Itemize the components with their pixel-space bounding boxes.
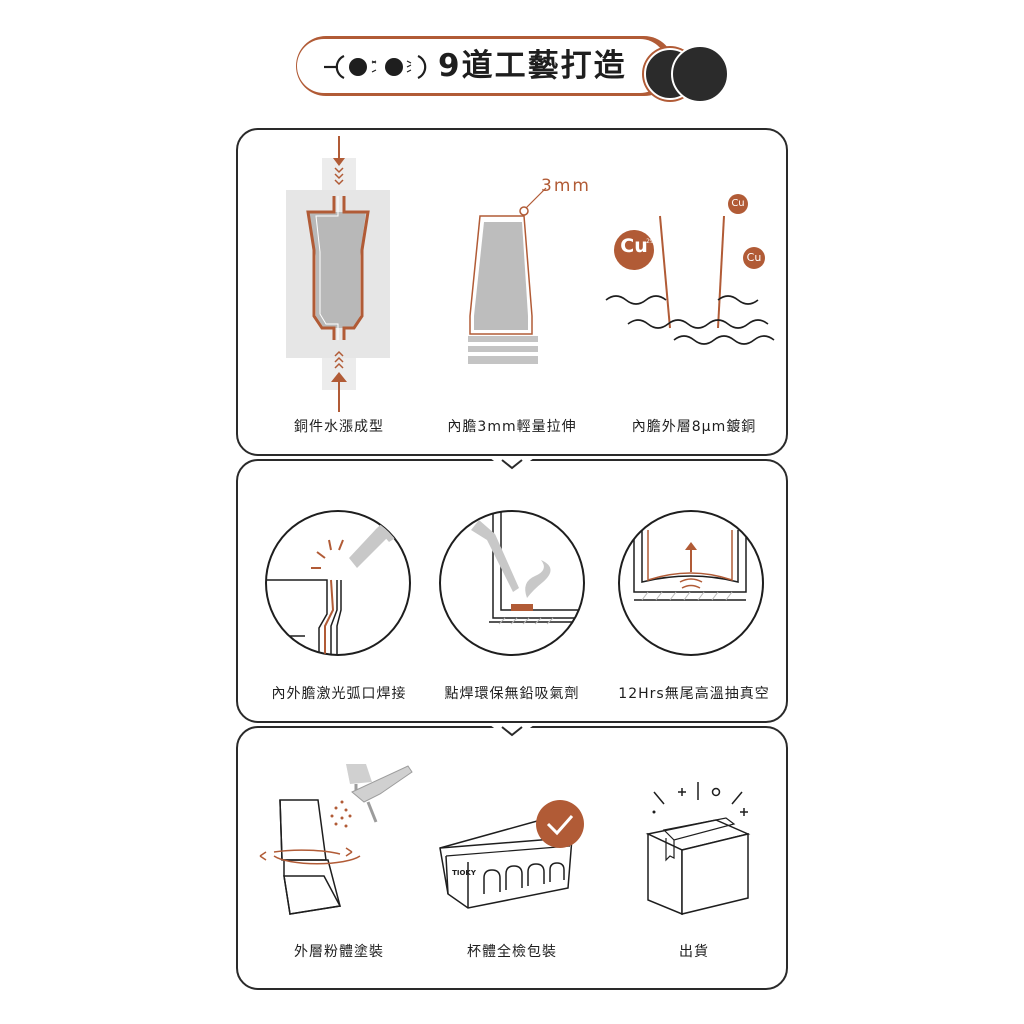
step-label: 銅件水漲成型	[294, 419, 384, 435]
copper-symbol-large: Cu	[620, 235, 648, 257]
step-label: 杯體全檢包裝	[467, 944, 557, 960]
spot-welding-icon	[439, 510, 585, 656]
brand-mark: TIOKY	[452, 869, 476, 877]
step-label: 外層粉體塗裝	[294, 944, 384, 960]
header-circles	[642, 45, 729, 103]
cup-logo-icon	[324, 54, 427, 80]
copper-plating-icon	[605, 194, 775, 345]
copper-symbol-small: Cu	[746, 251, 762, 264]
laser-welding-icon	[265, 510, 411, 656]
shipping-box-icon	[645, 782, 751, 916]
stretch-callout: 3mm	[541, 176, 591, 196]
step-label: 內膽外層8μm鍍銅	[631, 419, 757, 435]
header-banner	[296, 36, 674, 96]
chevron-down-icon	[490, 725, 534, 741]
step-label: 點焊環保無鉛吸氣劑	[444, 686, 580, 702]
powder-coating-icon	[259, 764, 413, 915]
step-label: 內外膽激光弧口焊接	[271, 686, 407, 702]
step-label: 內膽3mm輕量拉伸	[447, 419, 577, 435]
step-label: 12Hrs無尾高溫抽真空	[618, 686, 770, 702]
stretch-icon	[468, 187, 547, 364]
copper-symbol-small: Cu	[731, 198, 745, 209]
vacuum-icon	[618, 510, 764, 656]
page-title: 9道工藝打造	[438, 48, 627, 84]
inspection-icon	[439, 800, 584, 909]
chevron-down-icon	[490, 458, 534, 474]
copper-atomic-number: 29	[646, 238, 654, 245]
step-label: 出貨	[679, 944, 709, 960]
hydroforming-icon	[286, 136, 390, 412]
